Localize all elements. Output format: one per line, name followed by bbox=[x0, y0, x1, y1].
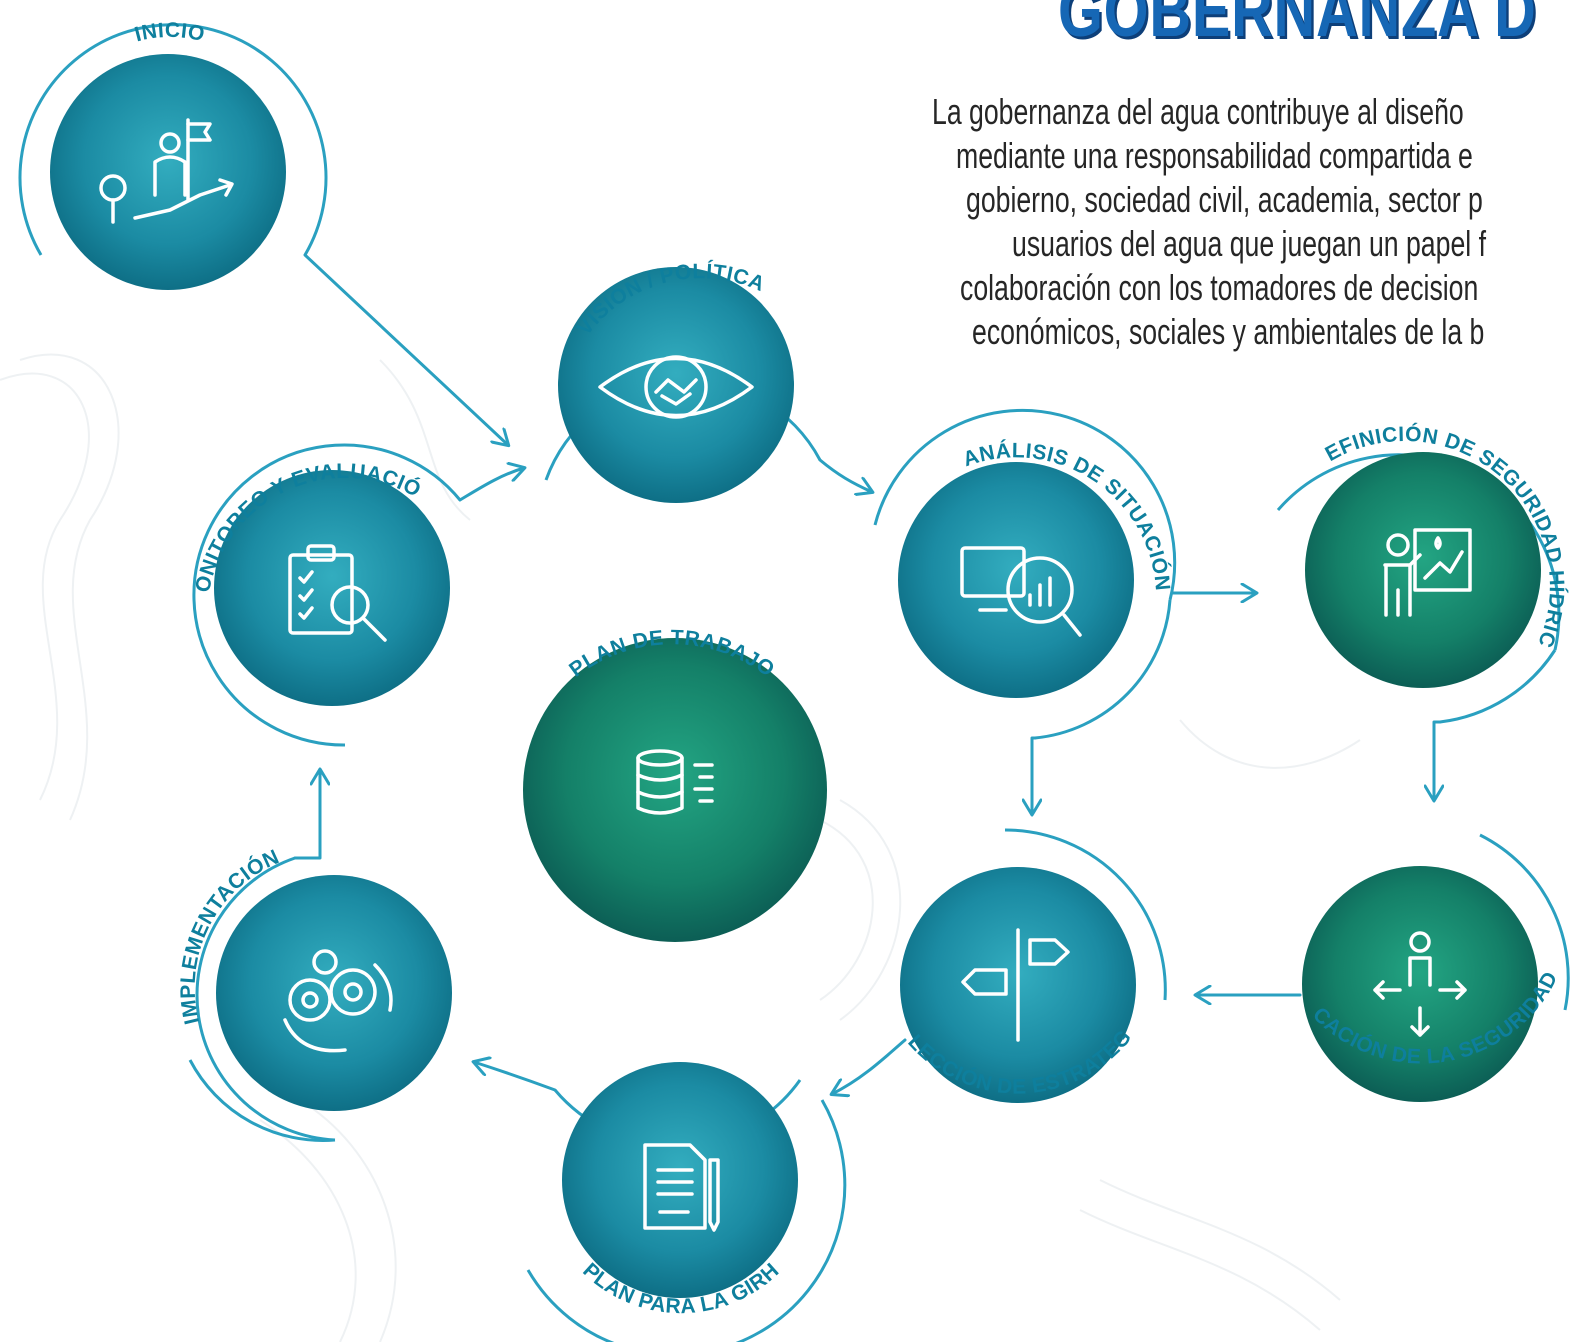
node-monitoreo bbox=[214, 470, 450, 706]
intro-line: colaboración con los tomadores de decisi… bbox=[960, 267, 1479, 308]
node-plan-girh bbox=[562, 1062, 798, 1298]
ring-analisis-lower bbox=[1034, 599, 1172, 740]
intro-line: gobierno, sociedad civil, academia, sect… bbox=[966, 179, 1483, 220]
database-list-icon bbox=[636, 749, 714, 815]
ring-monitoreo bbox=[192, 443, 462, 747]
ring-implementacion bbox=[195, 856, 336, 1142]
intro-line: económicos, sociales y ambientales de la… bbox=[972, 311, 1485, 352]
arrow-plan-girh-to-implementacion bbox=[474, 1062, 557, 1092]
ring-plan-girh-bottom bbox=[526, 1099, 847, 1342]
arrow-inicio-to-cycle bbox=[303, 253, 508, 445]
ring-analisis bbox=[873, 408, 1177, 601]
node-cualificacion bbox=[1302, 866, 1538, 1102]
person-flag-growth-icon bbox=[99, 118, 234, 224]
node-plan-trabajo bbox=[523, 638, 827, 942]
document-pen-icon bbox=[643, 1143, 720, 1232]
arrow-implementacion-to-monitoreo bbox=[293, 770, 320, 860]
ring-seleccion bbox=[1004, 828, 1167, 1001]
node-inicio bbox=[50, 54, 286, 290]
flow-arrows bbox=[293, 253, 1440, 1094]
clipboard-magnifier-icon bbox=[288, 544, 387, 642]
person-directions-icon bbox=[1373, 931, 1467, 1037]
eye-handshake-icon bbox=[598, 355, 754, 419]
node-circles bbox=[50, 54, 1541, 1298]
page-title: GOBERNANZA D bbox=[1058, 0, 1537, 52]
arrow-vision-to-analisis bbox=[818, 458, 872, 492]
intro-line: La gobernanza del agua contribuye al dis… bbox=[932, 91, 1464, 132]
ring-definicion-lower bbox=[1439, 649, 1557, 724]
node-implementacion bbox=[216, 875, 452, 1111]
gears-cycle-icon bbox=[283, 949, 393, 1053]
arrow-monitoreo-to-vision bbox=[458, 468, 524, 502]
signpost-ab-icon bbox=[961, 928, 1070, 1042]
ring-cualificacion bbox=[1479, 833, 1570, 1011]
topographic-background bbox=[0, 353, 1361, 1342]
monitor-magnifier-chart-icon bbox=[960, 546, 1082, 637]
arrow-seleccion-to-plan-girh bbox=[832, 1038, 907, 1094]
label-inicio: INICIO bbox=[132, 19, 207, 47]
intro-paragraph: La gobernanza del agua contribuye al dis… bbox=[922, 90, 1573, 360]
node-analisis bbox=[898, 462, 1134, 698]
presenter-board-icon bbox=[1383, 528, 1472, 617]
ring-implementacion-lower bbox=[188, 1059, 336, 1142]
arrow-analisis-to-seleccion bbox=[1032, 736, 1035, 814]
intro-line: mediante una responsabilidad compartida … bbox=[956, 135, 1473, 176]
node-definicion bbox=[1305, 452, 1541, 688]
ring-inicio bbox=[18, 23, 328, 256]
arrow-definicion-to-cualificacion bbox=[1434, 720, 1440, 800]
intro-line: usuarios del agua que juegan un papel f bbox=[1012, 223, 1486, 264]
